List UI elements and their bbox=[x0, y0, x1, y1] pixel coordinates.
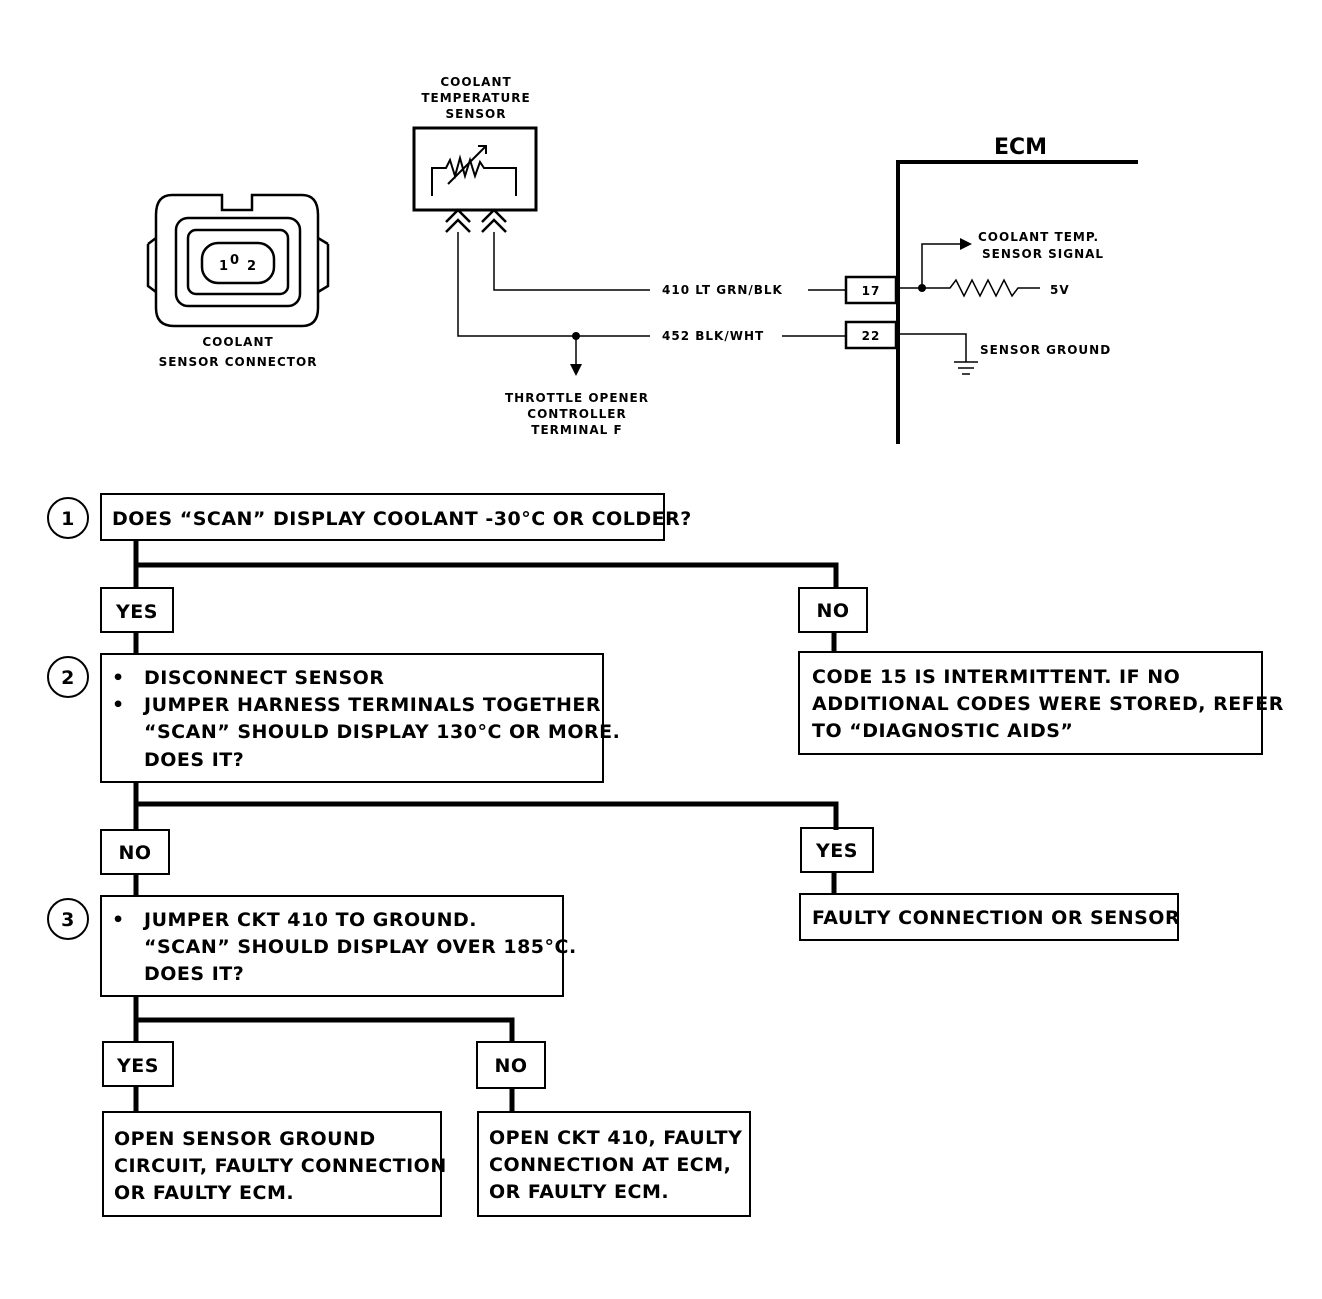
pin-1-label: 1 bbox=[219, 259, 229, 274]
step-1-number-circle bbox=[47, 497, 89, 539]
pin-2-label: 2 bbox=[247, 259, 257, 274]
five-volt-label: 5V bbox=[1050, 283, 1070, 297]
wire-410-label: 410 LT GRN/BLK bbox=[662, 283, 783, 297]
throttle-label-1: THROTTLE OPENER bbox=[505, 391, 649, 405]
step-2-text-1: DISCONNECT SENSOR bbox=[144, 667, 384, 689]
sensor-title-3: SENSOR bbox=[446, 107, 507, 121]
step-3-number: 3 bbox=[61, 909, 75, 931]
step-1-no-result-line-2: ADDITIONAL CODES WERE STORED, REFER bbox=[812, 693, 1284, 715]
step-1-no-result-box bbox=[798, 651, 1263, 755]
step-2-bullet-2: • bbox=[112, 694, 125, 716]
step-2-yes-box bbox=[800, 827, 874, 873]
step-1-down-lines bbox=[133, 632, 837, 654]
step-1-yes-label: YES bbox=[115, 601, 158, 623]
step-1: 1 DOES “SCAN” DISPLAY COOLANT -30°C OR C… bbox=[47, 493, 692, 541]
step-3-no-result-line-1: OPEN CKT 410, FAULTY bbox=[489, 1127, 742, 1149]
sensor-title-2: TEMPERATURE bbox=[421, 91, 530, 105]
step-2-text-4: DOES IT? bbox=[144, 749, 244, 771]
step-3-box bbox=[100, 895, 564, 997]
step-3-no-result-box bbox=[477, 1111, 751, 1217]
wire-452-label: 452 BLK/WHT bbox=[662, 329, 764, 343]
step-2-yes-label: YES bbox=[815, 840, 858, 862]
terminal-22-label: 22 bbox=[862, 329, 881, 343]
step-2-no-label: NO bbox=[118, 842, 151, 864]
connector-label-1: COOLANT bbox=[202, 335, 273, 349]
ecm-label: ECM bbox=[994, 135, 1047, 160]
step-3-no-result-line-3: OR FAULTY ECM. bbox=[489, 1181, 669, 1203]
step-2-down-lines bbox=[133, 872, 837, 896]
step-2-box bbox=[100, 653, 604, 783]
sensor-ground-label: SENSOR GROUND bbox=[980, 343, 1111, 357]
step-2-text-2: JUMPER HARNESS TERMINALS TOGETHER bbox=[142, 694, 601, 716]
arrow-down-icon bbox=[570, 364, 582, 376]
step-3: 3 • JUMPER CKT 410 TO GROUND. “SCAN” SHO… bbox=[47, 895, 577, 997]
step-3-number-circle bbox=[47, 898, 89, 940]
step-3-no-result-line-2: CONNECTION AT ECM, bbox=[489, 1154, 731, 1176]
step-1-box bbox=[100, 493, 665, 541]
step-2-number: 2 bbox=[61, 667, 75, 689]
pin-center-mark: 0 bbox=[230, 253, 240, 268]
step-1-branch-lines bbox=[133, 540, 839, 588]
step-2-yes-result: FAULTY CONNECTION OR SENSOR bbox=[812, 907, 1180, 929]
step-3-no-label: NO bbox=[494, 1055, 527, 1077]
step-3-down-lines bbox=[133, 1086, 515, 1112]
coolant-temperature-sensor: COOLANT TEMPERATURE SENSOR bbox=[412, 75, 538, 233]
ground-icon bbox=[954, 361, 978, 375]
step-3-yes-result-line-3: OR FAULTY ECM. bbox=[114, 1182, 294, 1204]
step-2: 2 • DISCONNECT SENSOR • JUMPER HARNESS T… bbox=[47, 653, 620, 783]
step-1-number: 1 bbox=[61, 508, 75, 530]
connector-label-2: SENSOR CONNECTOR bbox=[159, 355, 318, 369]
sensor-title-1: COOLANT bbox=[440, 75, 511, 89]
arrow-right-icon bbox=[960, 238, 972, 250]
step-3-yes-label: YES bbox=[116, 1055, 159, 1077]
step-3-text-1: JUMPER CKT 410 TO GROUND. bbox=[142, 909, 477, 931]
step-2-bullet-1: • bbox=[112, 667, 125, 689]
ecm-block: ECM 17 22 5V COOLANT TEMP. SENSOR SIGNAL… bbox=[844, 135, 1138, 444]
step-3-bullet-1: • bbox=[112, 909, 125, 931]
step-2-branch-lines bbox=[133, 782, 839, 830]
step-3-text-2: “SCAN” SHOULD DISPLAY OVER 185°C. bbox=[144, 936, 577, 958]
signal-label-1: COOLANT TEMP. bbox=[978, 230, 1099, 244]
resistor-icon bbox=[922, 278, 1040, 298]
step-1-no-label: NO bbox=[816, 600, 849, 622]
step-3-yes-result-box bbox=[102, 1111, 442, 1217]
step-1-no-result-line-1: CODE 15 IS INTERMITTENT. IF NO bbox=[812, 666, 1180, 688]
throttle-label-3: TERMINAL F bbox=[531, 423, 622, 437]
wiring: 410 LT GRN/BLK 452 BLK/WHT THROTTLE OPEN… bbox=[457, 232, 846, 437]
signal-label-2: SENSOR SIGNAL bbox=[982, 247, 1104, 261]
step-1-no-result-line-3: TO “DIAGNOSTIC AIDS” bbox=[812, 720, 1073, 742]
throttle-label-2: CONTROLLER bbox=[527, 407, 626, 421]
terminal-22-box bbox=[844, 320, 898, 350]
step-2-text-3: “SCAN” SHOULD DISPLAY 130°C OR MORE. bbox=[144, 721, 620, 743]
step-2-number-circle bbox=[47, 656, 89, 698]
step-3-branch-lines bbox=[133, 996, 515, 1042]
step-3-text-3: DOES IT? bbox=[144, 963, 244, 985]
terminal-17-label: 17 bbox=[862, 284, 881, 298]
step-3-yes-result-line-2: CIRCUIT, FAULTY CONNECTION bbox=[114, 1155, 447, 1177]
step-3-yes-result-line-1: OPEN SENSOR GROUND bbox=[114, 1128, 376, 1150]
coolant-sensor-connector: 1 0 2 COOLANT SENSOR CONNECTOR bbox=[146, 193, 330, 369]
step-2-yes-result-box bbox=[799, 893, 1179, 941]
step-1-question: DOES “SCAN” DISPLAY COOLANT -30°C OR COL… bbox=[112, 508, 692, 530]
terminal-17-box bbox=[844, 275, 898, 305]
